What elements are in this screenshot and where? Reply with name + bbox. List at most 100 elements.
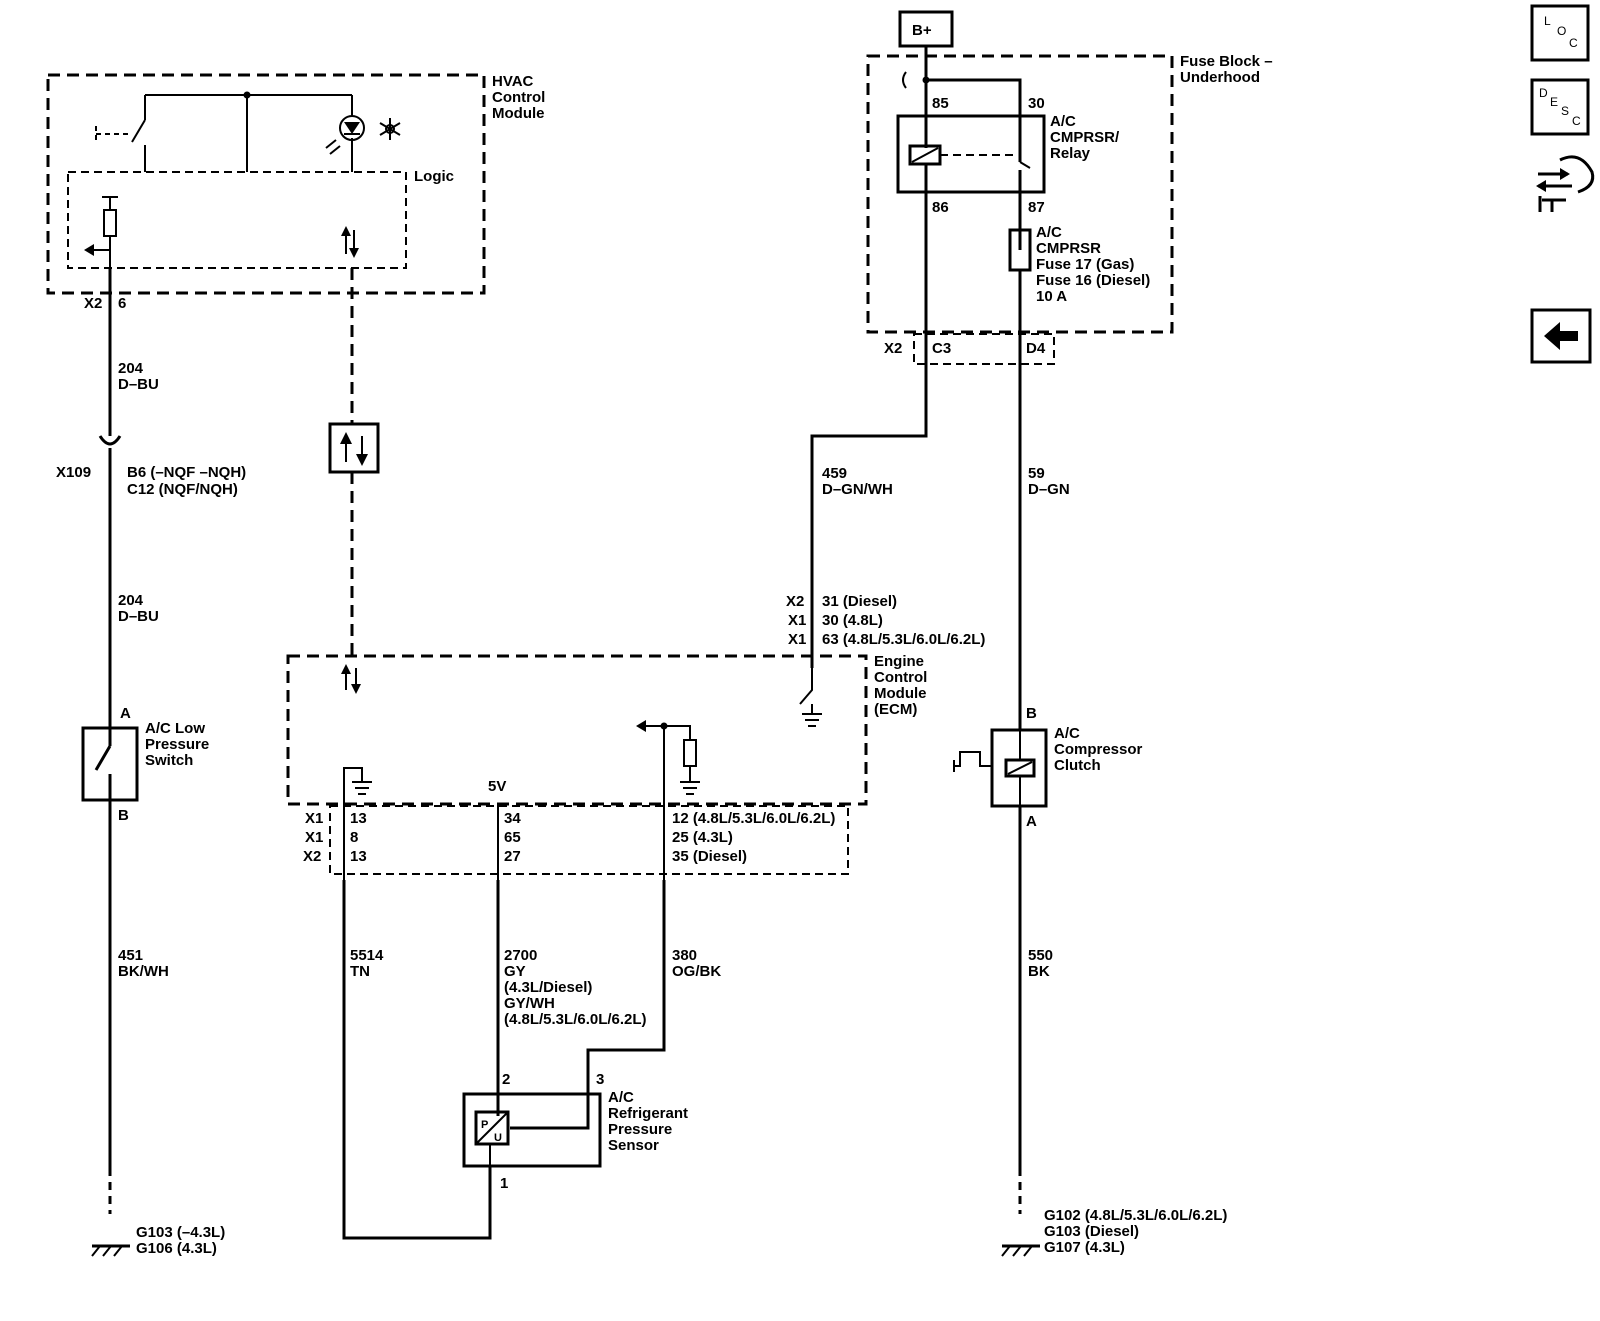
ground-right-icon (1001, 1244, 1040, 1257)
sensor-label-3: Pressure (608, 1121, 672, 1138)
ecm-pullup-resistor-icon (683, 739, 697, 767)
wire-2700-color-1: GY (504, 963, 526, 980)
desc-letter-e: E (1550, 95, 1558, 109)
x109-connector-label: X109 (56, 464, 91, 481)
sensor-label-4: Sensor (608, 1137, 659, 1154)
ecm-serial-arrows-icon (341, 664, 361, 694)
fuse-block-underhood (866, 54, 1174, 365)
ecm-top-conn-1: X2 (786, 593, 804, 610)
relay-pin-30: 30 (1028, 95, 1045, 112)
wire-5514-number: 5514 (350, 947, 384, 964)
sensor-label-1: A/C (608, 1089, 634, 1106)
ecm-col1-row2: 8 (350, 829, 358, 846)
ac-indicator-led-icon (325, 115, 365, 155)
low-switch-label-2: Pressure (145, 736, 209, 753)
battery-b-plus: B+ (898, 10, 954, 48)
fuse-label-4: Fuse 16 (Diesel) (1036, 272, 1150, 289)
x109-pin-c12: C12 (NQF/NQH) (127, 481, 238, 498)
serial-data-link-icon (328, 422, 380, 474)
clutch-label-2: Compressor (1054, 741, 1143, 758)
low-switch-label-3: Switch (145, 752, 193, 769)
wire-380-number: 380 (672, 947, 697, 964)
fuse-block-label-1: Fuse Block – (1180, 53, 1273, 70)
hvac-control-module: HVAC Control Module Logic (46, 73, 545, 295)
loc-letter-c: C (1569, 36, 1578, 50)
wire-2700-number: 2700 (504, 947, 537, 964)
wire-2700-variant-2: (4.8L/5.3L/6.0L/6.2L) (504, 1011, 647, 1028)
ecm-label-3: Module (874, 685, 927, 702)
ground-right-3: G107 (4.3L) (1044, 1239, 1125, 1256)
loc-letter-l: L (1544, 14, 1551, 28)
svg-text:U: U (494, 1132, 502, 1144)
ground-left-2: G106 (4.3L) (136, 1240, 217, 1257)
ecm-label-2: Control (874, 669, 927, 686)
loc-button[interactable]: L O C (1530, 4, 1590, 62)
connector-info-button[interactable] (1536, 155, 1595, 212)
wire-2700-color-2: GY/WH (504, 995, 555, 1012)
ac-low-pressure-switch (81, 726, 139, 802)
serial-data-arrows-icon (341, 226, 359, 258)
logic-label: Logic (414, 168, 454, 185)
wire-380-color: OG/BK (672, 963, 721, 980)
wire-204-number-top: 204 (118, 360, 144, 377)
wire-451-number: 451 (118, 947, 143, 964)
ecm-col3-row1: 12 (4.8L/5.3L/6.0L/6.2L) (672, 810, 835, 827)
clutch-pin-b: B (1026, 705, 1037, 722)
wire-204-color-bottom: D–BU (118, 608, 159, 625)
ecm-col3-row3: 35 (Diesel) (672, 848, 747, 865)
low-switch-label-1: A/C Low (145, 720, 205, 737)
ground-right-2: G103 (Diesel) (1044, 1223, 1139, 1240)
desc-letter-d: D (1539, 86, 1548, 100)
ecm-conn-row2: X1 (305, 829, 323, 846)
back-arrow-icon (1544, 322, 1578, 350)
clutch-pin-a: A (1026, 813, 1037, 830)
pullup-resistor-icon (103, 209, 117, 237)
relay-label-2: CMPRSR/ (1050, 129, 1120, 146)
ecm-label-1: Engine (874, 653, 924, 670)
ecm-top-conn-2: X1 (788, 612, 806, 629)
fuse-label-1: A/C (1036, 224, 1062, 241)
ecm-conn-row3: X2 (303, 848, 321, 865)
fuse-block-connector-x2: X2 (884, 340, 902, 357)
fuse-block-pin-d4: D4 (1026, 340, 1046, 357)
hvac-logic-block (67, 171, 407, 269)
circuit-459 (810, 346, 928, 668)
x109-pin-b6: B6 (–NQF –NQH) (127, 464, 246, 481)
fuse-block-pin-c3: C3 (932, 340, 951, 357)
fuse-label-3: Fuse 17 (Gas) (1036, 256, 1134, 273)
svg-text:P: P (481, 1119, 488, 1131)
battery-label: B+ (912, 22, 932, 39)
inline-connector-x109-icon (98, 435, 122, 446)
relay-pin-86: 86 (932, 199, 949, 216)
desc-button[interactable]: D E S C (1530, 78, 1590, 136)
relay-pin-87: 87 (1028, 199, 1045, 216)
relay-label-1: A/C (1050, 113, 1076, 130)
hvac-connector-pin-6: 6 (118, 295, 126, 312)
ecm-label-4: (ECM) (874, 701, 917, 718)
engine-control-module (286, 654, 868, 880)
wire-204-number-bottom: 204 (118, 592, 144, 609)
ecm-col3-row2: 25 (4.3L) (672, 829, 733, 846)
desc-letter-c: C (1572, 114, 1581, 128)
ground-right-1: G102 (4.8L/5.3L/6.0L/6.2L) (1044, 1207, 1227, 1224)
pressure-transducer-icon: P U (474, 1110, 510, 1146)
clutch-diode-icon (954, 751, 992, 767)
fuse-block-bus-icon (902, 71, 907, 89)
clutch-label-1: A/C (1054, 725, 1080, 742)
wire-5514-color: TN (350, 963, 370, 980)
ecm-top-pin-1: 31 (Diesel) (822, 593, 897, 610)
ecm-5v-label: 5V (488, 778, 506, 795)
fuse-label-5: 10 A (1036, 288, 1067, 305)
sensor-pin-1: 1 (500, 1175, 508, 1192)
loc-letter-o: O (1557, 24, 1566, 38)
hvac-module-label-3: Module (492, 105, 545, 122)
back-button[interactable] (1530, 308, 1592, 364)
relay-pin-85: 85 (932, 95, 949, 112)
ecm-conn-row1: X1 (305, 810, 323, 827)
wire-204-color-top: D–BU (118, 376, 159, 393)
relay-label-3: Relay (1050, 145, 1091, 162)
sensor-label-2: Refrigerant (608, 1105, 688, 1122)
connector-tool-icon (1536, 155, 1595, 212)
ac-compressor-clutch (953, 728, 1048, 808)
